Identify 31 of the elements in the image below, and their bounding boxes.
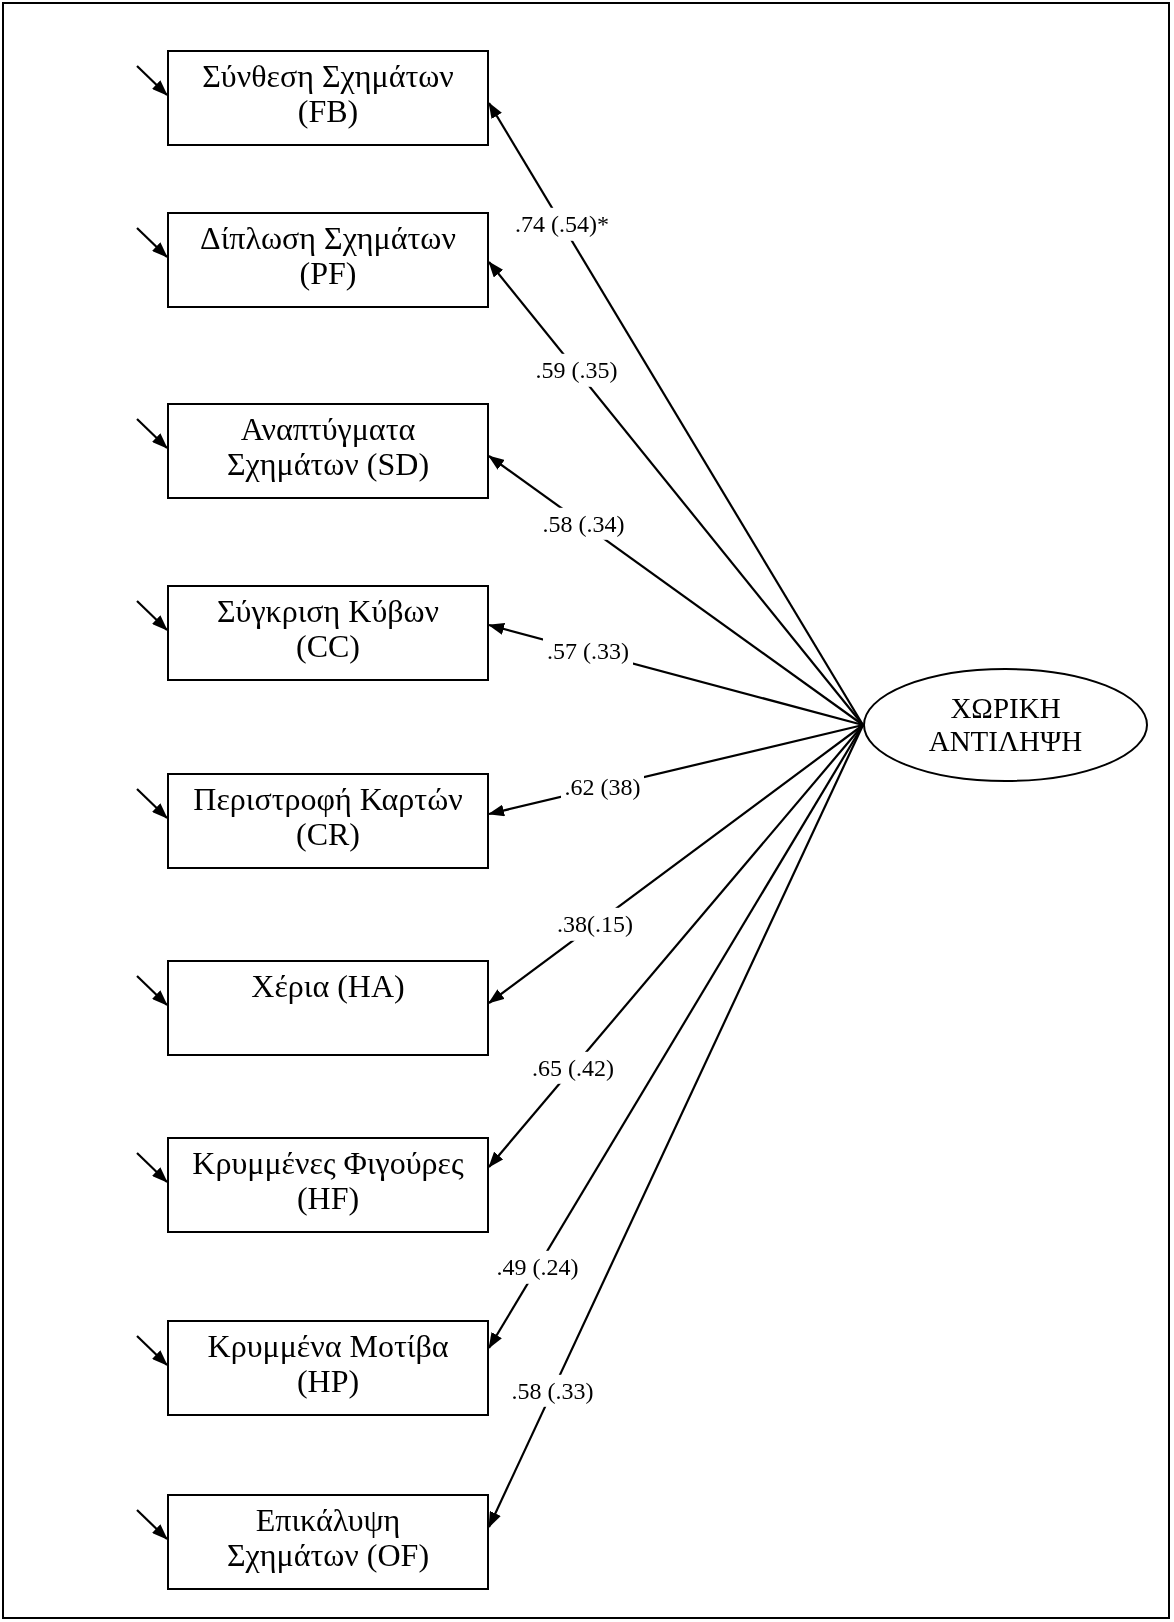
variable-box xyxy=(167,960,489,1056)
error-arrow xyxy=(136,65,168,96)
factor-label: ΧΩΡΙΚΗ ΑΝΤΙΛΗΨΗ xyxy=(927,691,1084,759)
variable-box xyxy=(167,585,489,681)
variable-label: Σύγκριση Κύβων (CC) xyxy=(215,594,441,665)
variable-box xyxy=(167,1494,489,1590)
variable-label: Περιστροφή Καρτών (CR) xyxy=(192,782,464,853)
variable-box xyxy=(167,403,489,499)
variable-box xyxy=(167,1137,489,1233)
variable-label: Κρυμμένα Μοτίβα (HP) xyxy=(206,1329,450,1400)
error-arrow xyxy=(136,600,168,631)
edge-label: .57 (.33) xyxy=(543,635,633,668)
error-arrow xyxy=(136,1335,168,1366)
variable-box xyxy=(167,1320,489,1416)
error-arrow xyxy=(136,975,168,1006)
variable-label: Επικάλυψη Σχημάτων (OF) xyxy=(225,1503,431,1574)
variable-box xyxy=(167,773,489,869)
variable-box xyxy=(167,50,489,146)
variable-label: Κρυμμένες Φιγούρες (HF) xyxy=(191,1146,465,1217)
variable-box xyxy=(167,212,489,308)
variable-label: Δίπλωση Σχημάτων (PF) xyxy=(199,221,457,292)
variable-label: Αναπτύγματα Σχημάτων (SD) xyxy=(225,412,431,483)
variable-label: Σύνθεση Σχημάτων (FB) xyxy=(201,59,455,130)
error-arrow xyxy=(136,418,168,449)
error-arrow xyxy=(136,1509,168,1540)
error-arrow xyxy=(136,227,168,258)
error-arrow xyxy=(136,1152,168,1183)
error-arrow xyxy=(136,788,168,819)
path-arrow xyxy=(488,724,864,1004)
variable-label: Χέρια (HA) xyxy=(251,969,405,1005)
path-arrow xyxy=(488,455,864,726)
